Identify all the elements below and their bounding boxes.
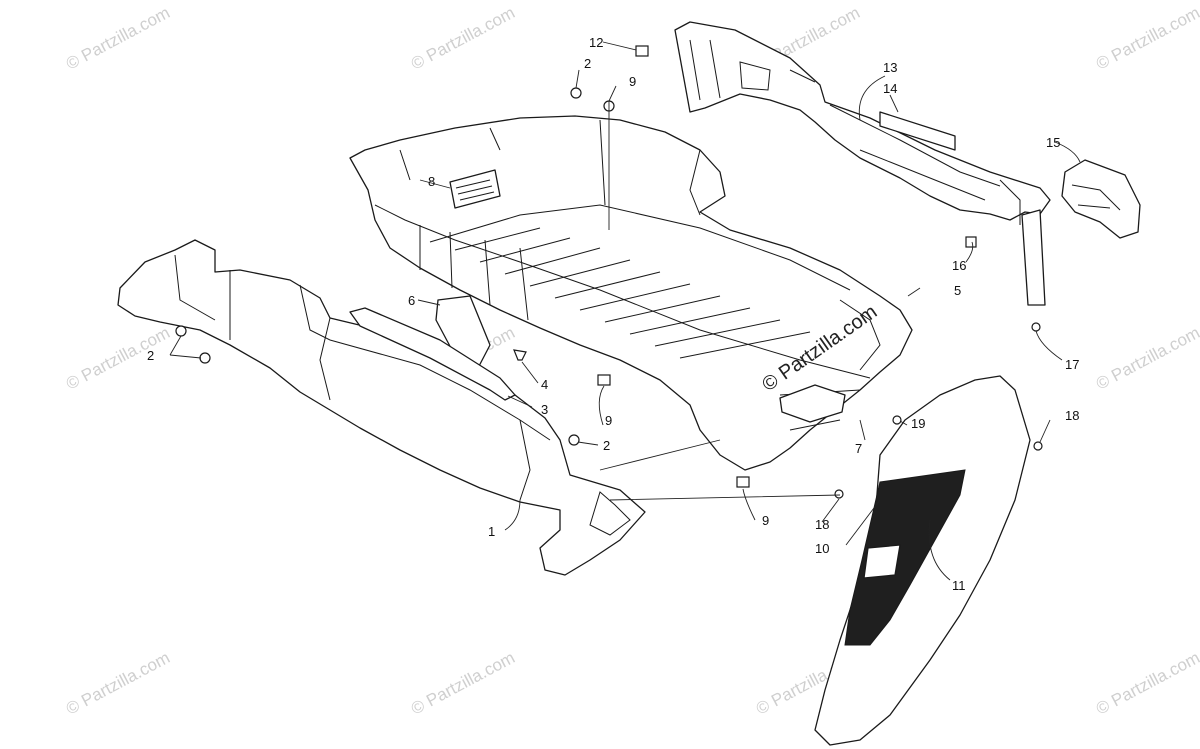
callout-16: 10: [815, 541, 829, 556]
nut: [1033, 441, 1043, 451]
callout-11: 13: [883, 60, 897, 75]
callout-17: 11: [952, 578, 966, 593]
callout-18: 18: [1065, 408, 1079, 423]
part-11-rear-side-panel: [674, 21, 1051, 225]
callout-10: 12: [589, 35, 603, 50]
callout-2: 2: [584, 56, 591, 71]
watermark: © Partzilla.com: [1093, 323, 1200, 394]
callout-6: 6: [408, 293, 415, 308]
part-1-side-panel: [117, 239, 646, 576]
part-7-cover: [779, 384, 846, 423]
part-16-side-panel: [814, 375, 1031, 746]
callout-15: 17: [1065, 357, 1079, 372]
callout-9: 9: [605, 413, 612, 428]
part-5-cargo-bed: [349, 115, 913, 471]
callout-5: 5: [954, 283, 961, 298]
callout-12: 14: [883, 81, 897, 96]
screw: [199, 352, 211, 364]
leader-lines: [169, 41, 1081, 581]
callout-1: 1: [488, 524, 495, 539]
callout-14: 16: [952, 258, 966, 273]
clip-nut: [597, 374, 611, 386]
callout-8: 8: [428, 174, 435, 189]
callout-9: 9: [762, 513, 769, 528]
bushing: [965, 236, 977, 248]
watermark: © Partzilla.com: [63, 323, 173, 394]
callout-2: 2: [603, 438, 610, 453]
callout-19: 19: [911, 416, 925, 431]
part-17-decal: [844, 469, 966, 646]
watermark: © Partzilla.com: [63, 3, 173, 74]
watermark: © Partzilla.com: [1093, 648, 1200, 719]
part-3-trim-strip: [349, 307, 516, 401]
callout-labels: 12 2 9 13 14 15 8 16 5 6 2 17 4 3 9 18 1…: [147, 35, 1079, 593]
fasteners: [175, 45, 1043, 499]
watermark: © Partzilla.com: [63, 648, 173, 719]
screw: [568, 434, 580, 446]
callout-4: 4: [541, 377, 548, 392]
part-13-light-housing: [1061, 159, 1141, 239]
nut: [834, 489, 844, 499]
screw: [892, 415, 902, 425]
watermark: © Partzilla.com: [408, 648, 518, 719]
callout-3: 3: [541, 402, 548, 417]
callout-2: 2: [147, 348, 154, 363]
push-rivet: [513, 349, 527, 361]
part-15-bracket: [1021, 209, 1046, 306]
watermark: © Partzilla.com: [408, 3, 518, 74]
clip-nut: [635, 45, 649, 57]
callout-13: 15: [1046, 135, 1060, 150]
callout-9: 9: [629, 74, 636, 89]
part-12-decal: [879, 111, 956, 151]
callout-7: 7: [855, 441, 862, 456]
clip-nut: [736, 476, 750, 488]
nut: [1031, 322, 1041, 332]
callout-18: 18: [815, 517, 829, 532]
watermark: © Partzilla.com: [1093, 3, 1200, 74]
screw: [175, 325, 187, 337]
part-8-label: [449, 169, 501, 209]
screw: [570, 87, 582, 99]
